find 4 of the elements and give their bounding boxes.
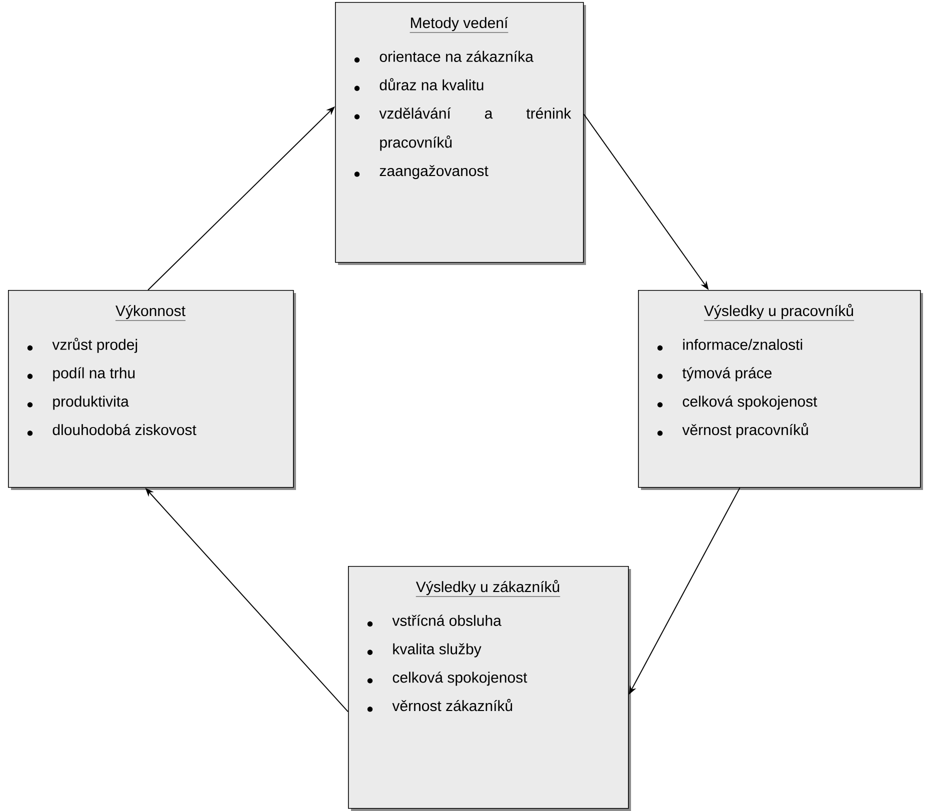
text-box: Metody vedení orientace na zákazníka důraz na kvalitu vzdělávání a trénink pracovníků zaangažovanost xyxy=(335,2,584,263)
text-box: Výkonnost vzrůst prodej podíl na trhu produktivita dlouhodobá ziskovost xyxy=(8,290,294,488)
text-box: Výsledky u zákazníků vstřícná obsluha kvalita služby celková spokojenost věrnost zákazníků xyxy=(348,566,629,809)
text-box: Výsledky u pracovníků informace/znalosti týmová práce celková spokojenost věrnost pracovníků xyxy=(638,290,921,488)
